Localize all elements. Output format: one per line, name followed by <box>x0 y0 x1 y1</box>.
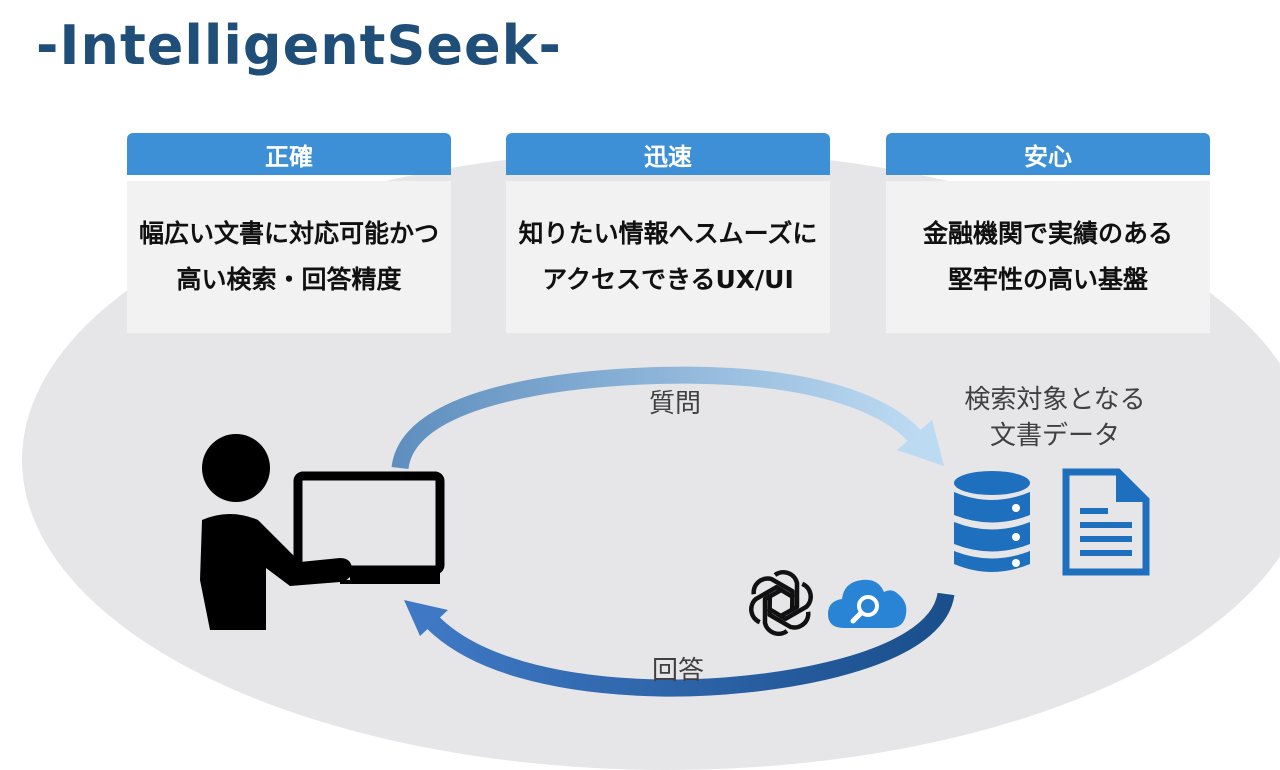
card-body: 知りたい情報へスムーズに アクセスできるUX/UI <box>506 181 830 333</box>
card-line: 幅広い文書に対応可能かつ <box>138 219 439 248</box>
target-data-label: 検索対象となる 文書データ <box>920 382 1190 454</box>
question-arrowhead <box>897 420 944 466</box>
document-icon <box>1062 468 1150 576</box>
card-body: 金融機関で実績のある 堅牢性の高い基盤 <box>886 181 1210 333</box>
question-arrow <box>391 366 925 470</box>
card-accuracy: 正確 幅広い文書に対応可能かつ 高い検索・回答精度 <box>127 133 451 333</box>
card-speed: 迅速 知りたい情報へスムーズに アクセスできるUX/UI <box>506 133 830 333</box>
target-line: 文書データ <box>989 421 1120 451</box>
answer-label: 回答 <box>651 656 704 686</box>
openai-logo-icon <box>749 569 813 637</box>
card-header: 正確 <box>127 133 451 175</box>
cloud-search-icon <box>828 579 907 628</box>
card-line: 高い検索・回答精度 <box>176 265 402 294</box>
card-line: 知りたい情報へスムーズに <box>518 219 818 248</box>
card-header: 安心 <box>886 133 1210 175</box>
person-at-laptop-icon <box>200 434 445 630</box>
card-security: 安心 金融機関で実績のある 堅牢性の高い基盤 <box>886 133 1210 333</box>
answer-arrowhead <box>404 600 448 636</box>
card-line: 堅牢性の高い基盤 <box>947 265 1148 294</box>
card-line: 金融機関で実績のある <box>922 219 1173 248</box>
database-icon <box>954 471 1030 572</box>
card-header: 迅速 <box>506 133 830 175</box>
card-line: アクセスできるUX/UI <box>542 265 794 294</box>
question-label: 質問 <box>648 389 701 419</box>
target-line: 検索対象となる <box>964 385 1146 415</box>
card-body: 幅広い文書に対応可能かつ 高い検索・回答精度 <box>127 181 451 333</box>
page-title: -IntelligentSeek- <box>36 14 562 77</box>
flow-arrows <box>391 366 955 697</box>
answer-arrow <box>419 591 955 697</box>
